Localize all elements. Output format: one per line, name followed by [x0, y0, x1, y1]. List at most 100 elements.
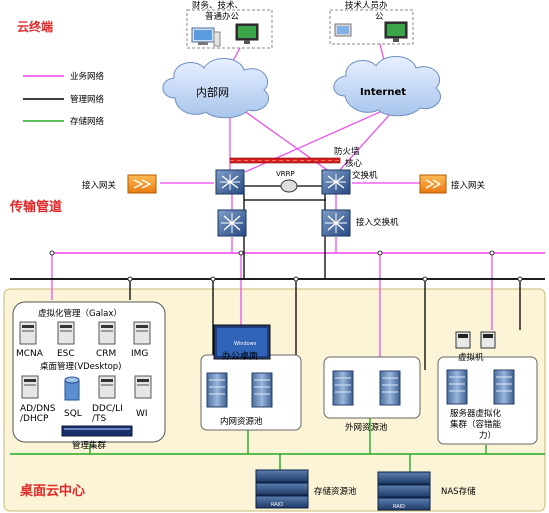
server-label-ddc-li-ts: DDC/LI /TS	[92, 404, 126, 424]
vrrp-label: VRRP	[276, 170, 295, 178]
desktop-pc-icon	[191, 27, 221, 47]
user-group-left: 财务、技术、 普通办公	[186, 0, 273, 49]
user-group-right-frame	[329, 9, 414, 45]
thin-client-icon	[334, 23, 352, 37]
server-virt-label-line2: 集群（容错能	[450, 419, 502, 430]
storage-links	[10, 418, 545, 472]
windows-desktop-icon: Windows	[213, 324, 271, 360]
server-label-ad-dns-dhcp-line: AD/DNS	[20, 404, 56, 414]
nas-storage-label: NAS存储	[441, 486, 476, 497]
server-label-ad-dns-dhcp-line: /DHCP	[20, 414, 49, 424]
storage-resource-pool: RAID 存储资源池	[255, 469, 357, 509]
external-pool-label: 外网资源池	[345, 422, 388, 433]
raid-label: RAID	[271, 502, 283, 508]
server-icon	[57, 321, 75, 345]
vrrp: VRRP	[276, 170, 298, 193]
vrrp-link-icon	[280, 179, 298, 193]
management-cluster-base	[61, 425, 133, 437]
gateway-icon	[127, 174, 157, 194]
server-virt-label-line1: 服务器虚拟化	[450, 408, 502, 419]
virt-mgmt-label: 虚拟化管理（Galax）	[38, 308, 122, 319]
bus-junctions	[49, 250, 523, 282]
internet-label: Internet	[360, 87, 406, 98]
firewall: 防火墙 核心 交换机	[229, 146, 378, 181]
rack-icon	[446, 369, 468, 405]
rack-icon	[379, 370, 401, 406]
gateway-icon	[419, 174, 447, 194]
server-icon	[21, 375, 39, 399]
server-label-esc: ESC	[57, 349, 75, 359]
raid-array-icon: RAID	[255, 469, 309, 509]
zone-title-desktop-cloud-center: 桌面云中心	[20, 483, 85, 499]
legend-label-management: 管理网络	[70, 94, 105, 105]
vdesktop-label: 桌面管理(VDesktop)	[40, 361, 122, 372]
nas-storage: RAID NAS存储	[377, 471, 476, 511]
monitor-icon	[384, 21, 408, 42]
internal-resource-pool: Windows 办公桌面 内网资源池	[200, 324, 302, 431]
rack-icon	[332, 370, 354, 406]
server-label-sql: SQL	[64, 409, 82, 419]
zone-title-cloud-terminal: 云终端	[17, 19, 53, 34]
server-icon	[98, 321, 116, 345]
legend: 业务网络 管理网络 存储网络	[23, 71, 105, 127]
access-switch-label: 接入交换机	[356, 217, 399, 228]
external-resource-pool: 外网资源池	[323, 356, 421, 433]
server-icon	[134, 375, 152, 399]
access-gateway-left-label: 接入网关	[82, 180, 117, 191]
core-switch-left	[215, 169, 245, 195]
server-virtualization-cluster: 虚拟机 服务器虚拟化 集群（容错能 力）	[437, 331, 538, 445]
server-row-2: AD/DNS /DHCP SQL DDC/LI /TS WI	[20, 375, 152, 424]
server-label-ad-dns-dhcp: AD/DNS /DHCP	[20, 404, 58, 424]
windows-badge-text: Windows	[234, 341, 257, 347]
rack-icon	[493, 369, 515, 405]
vm-icon	[455, 331, 471, 349]
access-gateway-right: 接入网关	[419, 174, 486, 194]
firewall-label: 防火墙	[334, 146, 360, 157]
server-icon	[98, 375, 116, 399]
zone-title-transport: 传输管道	[9, 199, 62, 215]
raid-array-icon: RAID	[377, 471, 431, 511]
server-label-img: IMG	[131, 349, 148, 359]
user-group-right: 技术人员办 公	[329, 0, 414, 45]
vm-icon	[480, 331, 496, 349]
internal-network-label: 内部网	[196, 85, 229, 99]
server-icon	[133, 321, 151, 345]
access-switch-left	[217, 209, 247, 237]
office-desktop-label: 办公桌面	[222, 350, 258, 362]
management-cluster-frame	[12, 301, 166, 443]
access-gateway-left: 接入网关	[82, 174, 157, 194]
core-switch-label-line1: 核心	[345, 158, 363, 169]
storage-pool-label: 存储资源池	[314, 486, 357, 497]
core-switch-label-line2: 交换机	[352, 170, 378, 181]
vm-label: 虚拟机	[458, 352, 484, 363]
server-label-mcna: MCNA	[16, 349, 44, 359]
rack-icon	[206, 372, 228, 408]
monitor-icon	[235, 23, 259, 44]
user-group-right-label-line1: 技术人员办	[345, 0, 388, 11]
access-gateway-right-label: 接入网关	[451, 180, 486, 191]
user-group-left-frame	[186, 9, 273, 49]
internal-network-cloud: 内部网	[162, 58, 270, 119]
user-group-right-label-line2: 公	[375, 12, 384, 22]
user-group-left-label-line1: 财务、技术、	[192, 0, 243, 11]
rack-icon	[251, 372, 273, 408]
legend-label-business: 业务网络	[70, 71, 105, 82]
management-cluster: 虚拟化管理（Galax） MCNA ESC CRM IMG 桌面	[12, 301, 166, 451]
user-group-left-label-line2: 普通办公	[205, 11, 240, 22]
server-label-ddc-li-ts-line: /TS	[92, 414, 107, 424]
core-switch-right	[321, 169, 351, 195]
server-label-ddc-li-ts-line: DDC/LI	[92, 404, 123, 414]
internet-cloud: Internet	[333, 56, 442, 117]
server-row-1: MCNA ESC CRM IMG	[16, 321, 151, 359]
legend-label-storage: 存储网络	[70, 116, 105, 127]
management-cluster-label: 管理集群	[72, 440, 107, 451]
server-label-wi: WI	[136, 409, 148, 419]
server-virt-label-line3: 力）	[479, 430, 496, 441]
raid-label: RAID	[393, 504, 405, 510]
database-icon	[64, 376, 80, 401]
access-switch-right	[321, 209, 351, 237]
server-label-crm: CRM	[96, 349, 116, 359]
internal-pool-label: 内网资源池	[220, 416, 263, 427]
server-icon	[19, 321, 37, 345]
